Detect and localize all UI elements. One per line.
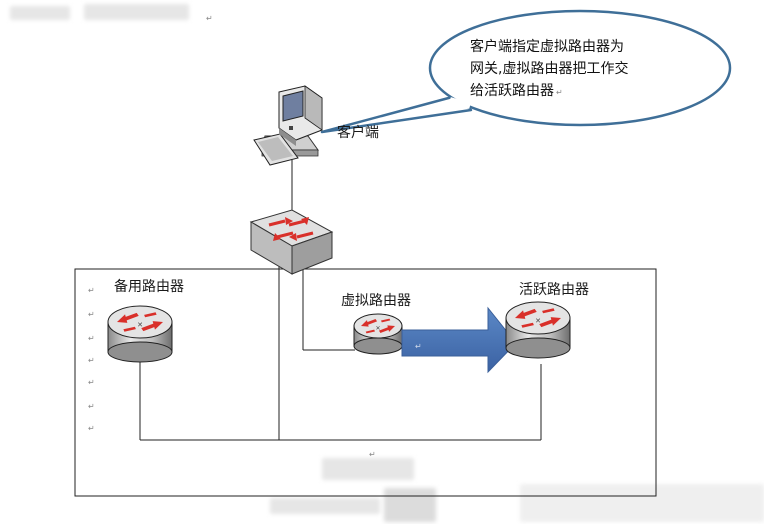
client-label: 客户端 [337,125,379,141]
svg-text:✕: ✕ [375,325,380,332]
blurred-header-left [10,6,70,20]
blurred-caption [322,458,414,480]
router-icon: ✕ [505,301,571,359]
computer-icon [253,85,323,166]
svg-text:✕: ✕ [535,317,541,325]
connection-lines [139,160,542,441]
right-arrow-icon [401,306,517,374]
svg-text:✕: ✕ [137,321,143,329]
callout-line-3-text: 给活跃路由器 [470,83,554,99]
blurred-footer-b [384,488,436,522]
return-mark: ↵ [415,342,422,351]
network-boundary [74,268,657,497]
router-icon: ✕ [353,313,403,355]
blurred-footer-c [520,484,764,522]
return-mark: ↵ [88,310,95,319]
backup-router-label: 备用路由器 [114,279,184,295]
router-icon: ✕ [107,305,173,363]
callout-text: 客户端指定虚拟路由器为 网关,虚拟路由器把工作交 给活跃路由器↵ [470,36,700,104]
active-router-label: 活跃路由器 [519,282,589,298]
callout-line-3: 给活跃路由器↵ [470,80,700,104]
return-mark: ↵ [88,334,95,343]
return-mark: ↵ [88,286,95,295]
return-mark: ↵ [88,402,95,411]
callout-tail-mark: ↵ [556,88,563,97]
return-mark: ↵ [369,450,376,459]
blurred-footer-a [270,498,380,514]
blurred-header-mid [84,4,189,20]
switch-icon [249,209,334,275]
callout-line-2: 网关,虚拟路由器把工作交 [470,61,629,77]
return-mark: ↵ [88,424,95,433]
return-mark: ↵ [88,378,95,387]
return-mark: ↵ [88,356,95,365]
callout-line-1: 客户端指定虚拟路由器为 [470,39,624,55]
return-mark: ↵ [206,14,213,23]
callout-bubble [320,9,732,134]
virtual-router-label: 虚拟路由器 [341,293,411,309]
